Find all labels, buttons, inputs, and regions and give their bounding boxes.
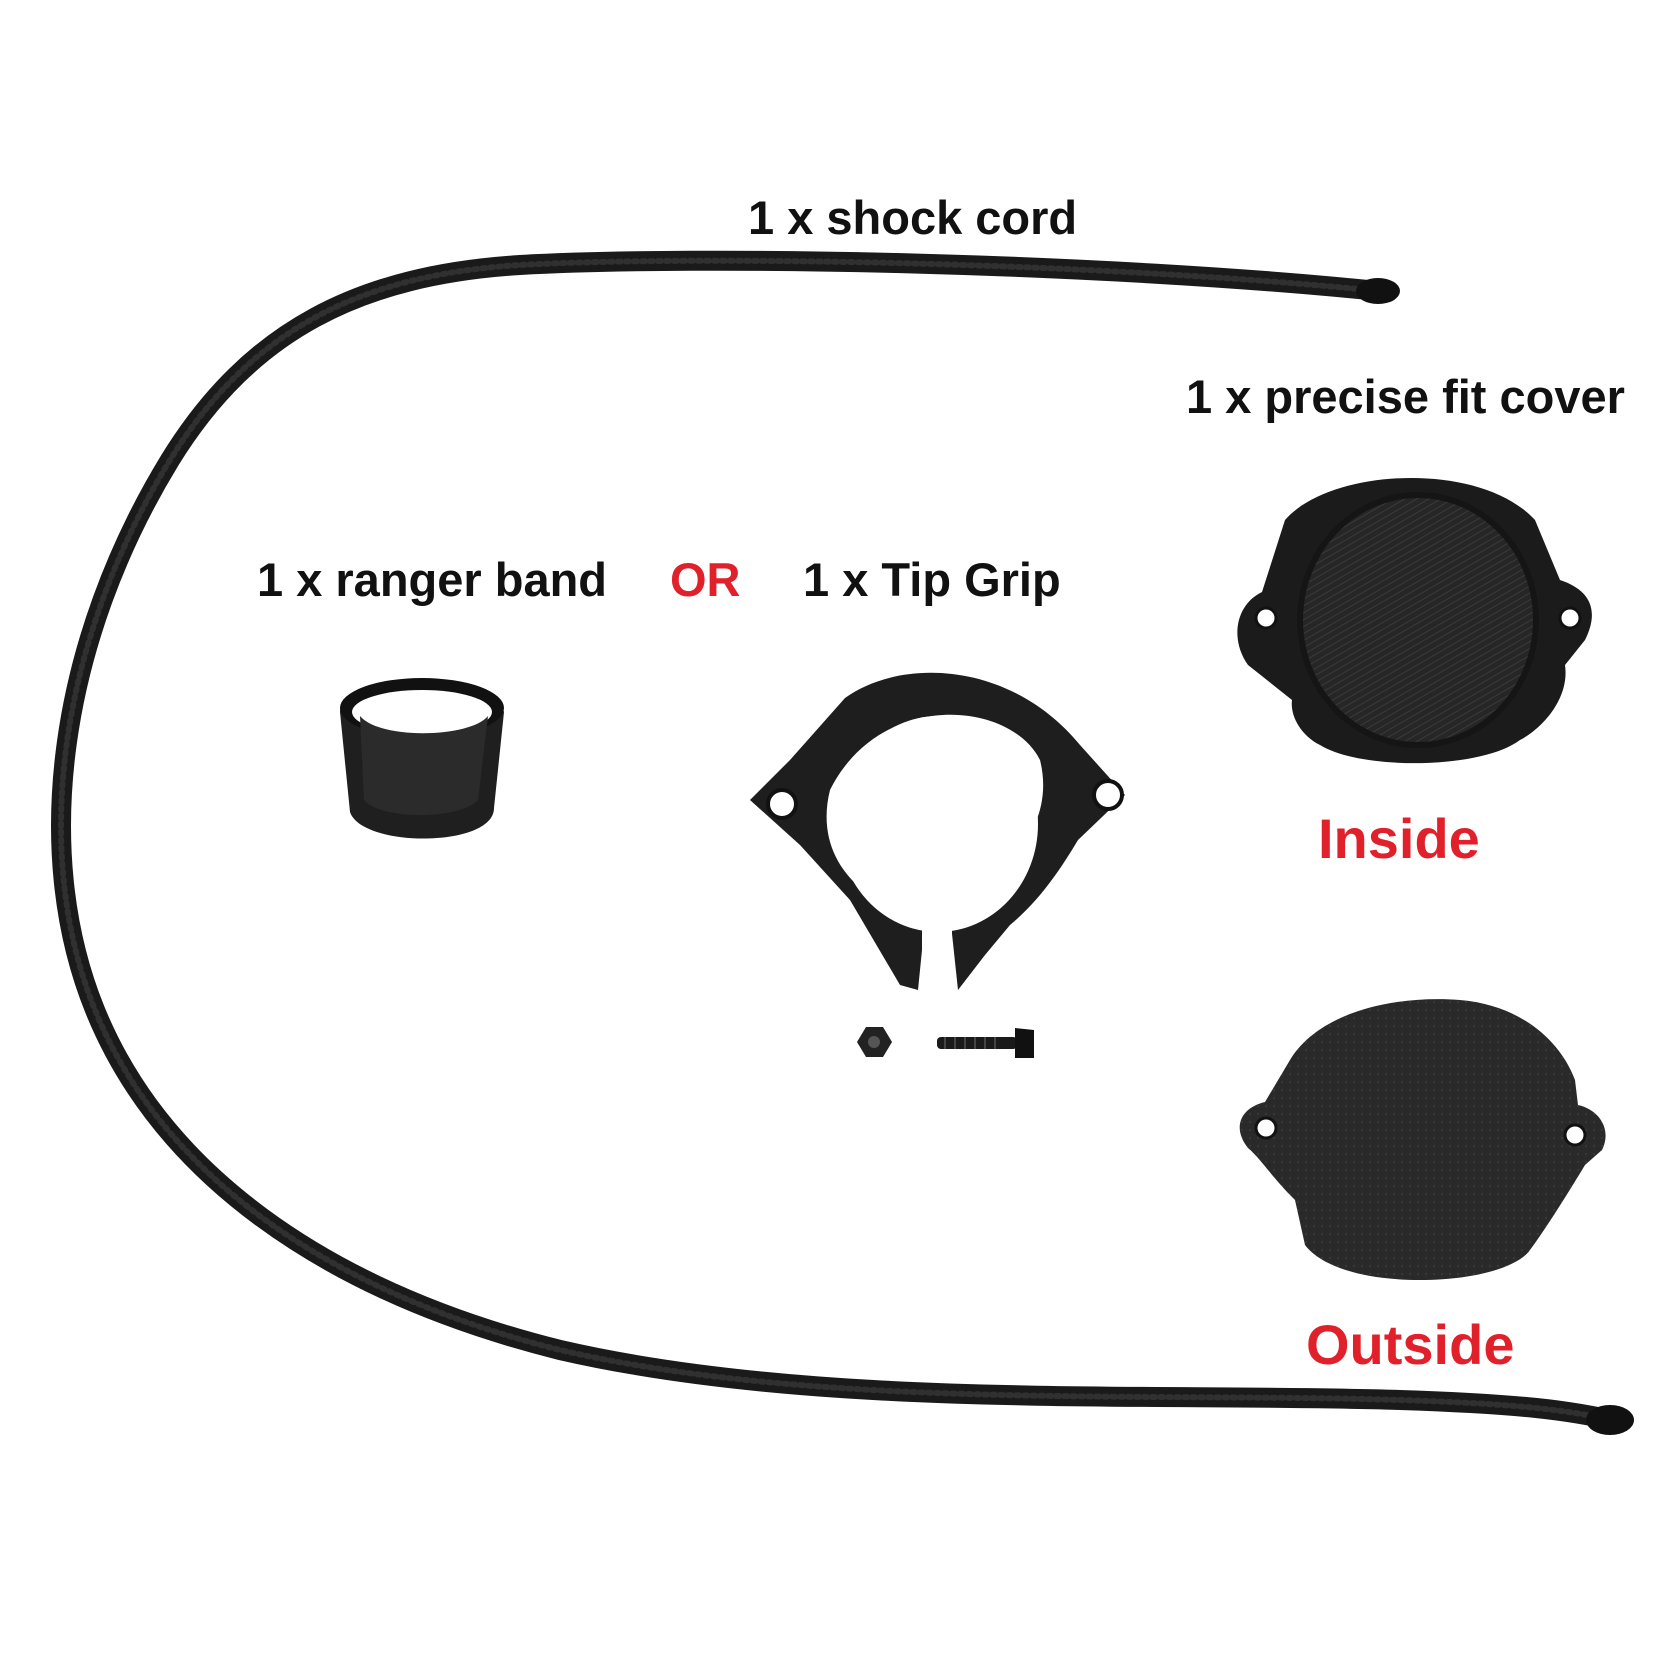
cover-outside bbox=[1239, 999, 1606, 1280]
shock-cord-label: 1 x shock cord bbox=[748, 191, 1078, 244]
cord-end-top bbox=[1356, 278, 1400, 304]
tip-grip bbox=[750, 672, 1125, 995]
inside-label: Inside bbox=[1318, 807, 1480, 870]
cord-end-bottom bbox=[1586, 1405, 1634, 1435]
tip-grip-label: 1 x Tip Grip bbox=[803, 553, 1061, 606]
outside-label: Outside bbox=[1306, 1313, 1515, 1376]
shock-cord bbox=[51, 250, 1634, 1435]
cover-inside bbox=[1237, 477, 1592, 764]
screw bbox=[937, 1028, 1034, 1058]
precise-fit-cover-label: 1 x precise fit cover bbox=[1186, 370, 1625, 423]
ranger-band bbox=[340, 678, 504, 839]
or-label: OR bbox=[670, 553, 741, 606]
ranger-band-label: 1 x ranger band bbox=[257, 553, 607, 606]
nut-and-screw bbox=[857, 1027, 1034, 1058]
